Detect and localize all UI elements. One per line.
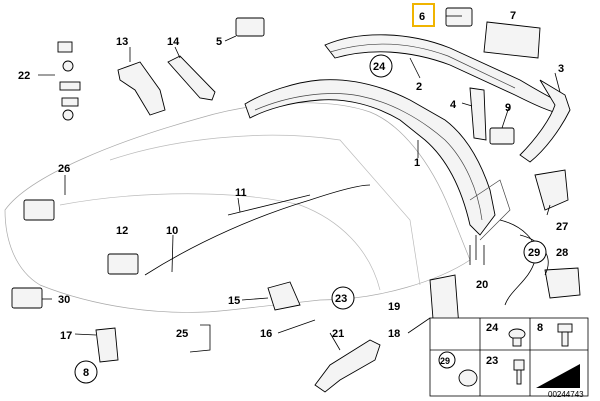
callout-10: 10 (166, 225, 178, 237)
callout-2: 2 (416, 81, 422, 93)
hinge-part-17 (95, 327, 119, 363)
fastener-legend-box (429, 317, 589, 397)
callout-22: 22 (18, 70, 30, 82)
cap-part-9 (489, 127, 515, 145)
callout-1: 1 (414, 157, 420, 169)
strip-part-7 (483, 21, 541, 59)
side-seal (519, 79, 571, 163)
cable-part-10 (144, 184, 371, 276)
fastener-part-29-icon (458, 369, 478, 387)
latch-part-27 (534, 169, 569, 211)
seal-strip-edge (329, 43, 516, 89)
callout-3: 3 (558, 63, 564, 75)
callout-27: 27 (556, 221, 568, 233)
small-parts-22 (57, 41, 81, 121)
main-bow-frame (244, 79, 496, 236)
legend-label-24: 24 (486, 322, 499, 334)
callout-circle-29 (523, 240, 547, 264)
callout-5: 5 (216, 36, 222, 48)
cap-part-12 (107, 253, 139, 275)
wiring-harness (499, 219, 549, 306)
callout-circle-24 (369, 54, 393, 78)
pin-part-25 (189, 324, 211, 353)
callout-12: 12 (116, 225, 128, 237)
soft-top-inner-line (109, 134, 421, 286)
callout-14: 14 (167, 36, 180, 48)
bracket-part-28 (544, 267, 581, 299)
callout-7: 7 (510, 10, 516, 22)
callout-23: 23 (335, 293, 347, 305)
leader-lines (38, 15, 561, 351)
cap-part-30 (11, 287, 43, 309)
callout-26: 26 (58, 163, 70, 175)
callout-25: 25 (176, 328, 188, 340)
clip-part-15 (267, 281, 301, 311)
highlight-box-6 (412, 3, 435, 27)
legend-label-29: 29 (440, 356, 450, 366)
fastener-part-24-icon (508, 328, 526, 347)
soft-top-outline (4, 102, 471, 313)
callout-19: 19 (388, 301, 400, 313)
callout-6: 6 (419, 11, 425, 23)
cap-part-5 (235, 17, 265, 37)
bracket-part-4 (469, 87, 487, 141)
fastener-part-8-icon (557, 323, 573, 347)
callout-17: 17 (60, 330, 72, 342)
callout-30: 30 (58, 294, 70, 306)
callout-13: 13 (116, 36, 128, 48)
callout-18: 18 (388, 328, 400, 340)
callout-8: 8 (83, 367, 89, 379)
soft-top-inner-line-2 (59, 193, 381, 291)
callout-15: 15 (228, 295, 240, 307)
callout-20: 20 (476, 279, 488, 291)
legend-label-8: 8 (537, 322, 543, 334)
main-bow-rail (254, 93, 483, 221)
screw-part-20 (469, 235, 485, 265)
callout-21: 21 (332, 328, 344, 340)
callout-circle-23 (331, 286, 355, 310)
trim-part-14 (167, 55, 216, 101)
main-bow-rail-2 (469, 179, 511, 241)
callout-29: 29 (528, 247, 540, 259)
callout-28: 28 (556, 247, 568, 259)
arm-part-21 (314, 339, 381, 393)
callout-11: 11 (235, 187, 247, 199)
callout-16: 16 (260, 328, 272, 340)
callout-9: 9 (505, 102, 511, 114)
bracket-part-13 (117, 61, 166, 116)
callout-24: 24 (373, 61, 386, 73)
cap-part-6 (445, 7, 473, 27)
callout-circle-8 (74, 360, 98, 384)
legend-label-23: 23 (486, 355, 498, 367)
legend-circle-29 (438, 351, 456, 369)
callout-4: 4 (450, 99, 457, 111)
fastener-part-23-icon (513, 359, 525, 385)
diagram-id: 00244743 (548, 390, 584, 399)
cap-part-26 (23, 199, 55, 221)
cable-part-11 (227, 194, 311, 216)
reference-arrow-icon (536, 364, 580, 388)
